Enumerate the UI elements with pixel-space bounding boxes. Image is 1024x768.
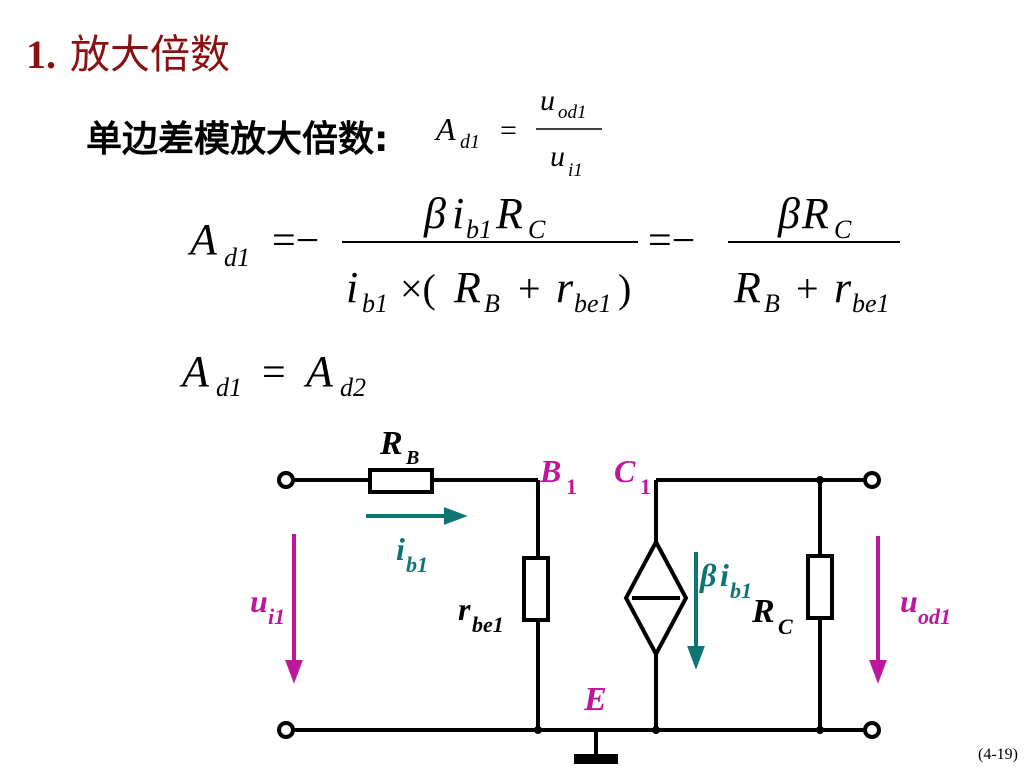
f2-r: r [556,263,574,312]
label-RB: R [379,425,403,462]
f2-i-sub: b1 [466,215,492,244]
label-uod1: u [900,583,918,619]
f2-den-i-sub: b1 [362,289,388,318]
title-number: 1. [26,32,56,77]
label-ui1-sub: i1 [268,604,285,629]
slide-title: 1. 放大倍数 [26,22,230,80]
arrow-ib1-head [444,507,468,525]
f2-close: ) [618,266,631,311]
f2-R: R [495,189,523,238]
label-uod1-sub: od1 [918,604,951,629]
f2-lhs: A [187,215,218,264]
subtitle-label: 单边差模放大倍数: [86,119,389,160]
f3-A1-sub: d1 [216,373,242,402]
f1-num-sub: od1 [558,102,587,123]
label-RC-sub: C [778,614,793,639]
terminal-output-bottom [863,721,881,739]
page-number: (4-19) [978,746,1018,763]
f2-den2-R: R [733,263,761,312]
resistor-RB [368,468,434,494]
formula-gain-expansion: A d1 =− β i b1 R C i b1 ×( R B + r be1 )… [187,189,900,318]
label-E: E [583,681,607,718]
terminal-input-top [277,471,295,489]
f1-A-sub: d1 [460,131,480,153]
f3-A2: A [303,347,334,396]
label-beta-i-sub: b1 [730,578,752,603]
label-ui1: u [250,583,268,619]
f2-i: i [452,189,464,238]
f2-den2-r-sub: be1 [852,289,890,318]
junction-dot-rc-top [816,476,824,484]
f2-beta: β [423,189,446,238]
junction-dot-source-bottom [652,726,660,734]
f2-RB: R [453,263,481,312]
label-RC: R [751,593,775,630]
f3-A1: A [179,347,210,396]
f3-eq: = [262,350,286,396]
arrow-ui1-head [285,660,303,684]
junction-dot-rbe1-bottom [534,726,542,734]
f1-den: u [550,140,565,173]
f2-times: ×( [400,266,436,311]
f2-plus: + [518,266,541,311]
f2-lhs-sub: d1 [224,243,250,272]
label-ib1-sub: b1 [406,552,428,577]
f2-r-sub: be1 [574,289,612,318]
label-C1-sub: 1 [640,474,651,499]
f1-num: u [540,84,555,117]
f1-den-sub: i1 [568,160,583,181]
f2-R-sub: C [528,215,546,244]
f2-plus2: + [796,266,819,311]
f1-A: A [434,111,456,147]
label-beta-i: i [720,557,729,593]
label-RB-sub: B [405,447,419,469]
f2-eq1: =− [272,218,319,264]
f2-RB-sub: B [484,289,500,318]
terminal-output-top [863,471,881,489]
title-text: 放大倍数 [70,32,230,78]
resistor-RC [806,554,834,620]
label-B1: B [539,453,561,489]
f2-den2-r: r [834,263,852,312]
formula-gain-equality: A d1 = A d2 [179,347,366,402]
f2-R2-sub: C [834,215,852,244]
f3-A2-sub: d2 [340,373,366,402]
resistor-rbe1 [522,556,550,622]
label-C1: C [614,453,636,489]
label-B1-sub: 1 [566,474,577,499]
junction-dot-rc-bottom [816,726,824,734]
f2-beta2: β [777,189,800,238]
label-rbe1-sub: be1 [472,612,504,637]
arrow-beta-ib1-head [687,646,705,670]
f2-R2: R [801,189,829,238]
f2-den-i: i [346,263,358,312]
label-ib1: i [396,531,405,567]
f2-den2-R-sub: B [764,289,780,318]
formula-single-side-gain: A d1 = u od1 u i1 [434,84,602,181]
label-beta: β [699,557,717,593]
f2-eq2: =− [648,218,695,264]
label-rbe1: r [458,591,471,627]
f1-eq: = [500,114,517,147]
terminal-input-bottom [277,721,295,739]
ground-symbol [574,754,618,764]
arrow-uod1-head [869,660,887,684]
